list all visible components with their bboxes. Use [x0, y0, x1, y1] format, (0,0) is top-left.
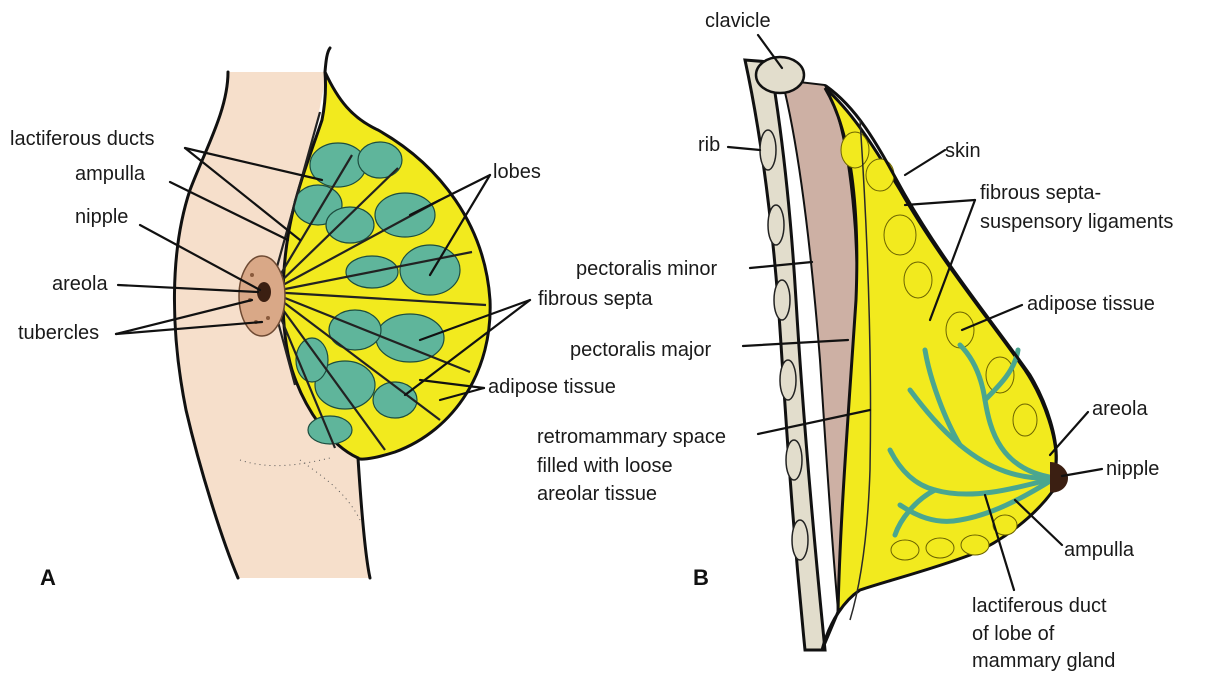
label-lactiferous-duct-line3: mammary gland: [972, 650, 1115, 672]
label-areola-b: areola: [1092, 398, 1148, 420]
label-retromammary-line2: filled with loose: [537, 455, 673, 477]
label-ampulla-a: ampulla: [75, 163, 146, 185]
nipple-b: [1050, 462, 1068, 492]
panel-a-illustration: [174, 48, 490, 578]
torso-front-contour: [325, 48, 330, 72]
label-clavicle: clavicle: [705, 10, 771, 32]
label-pectoralis-minor: pectoralis minor: [576, 258, 718, 280]
panel-letter-b: B: [693, 565, 709, 590]
label-lactiferous-ducts: lactiferous ducts: [10, 128, 155, 150]
panel-letter-a: A: [40, 565, 56, 590]
label-lactiferous-duct-line2: of lobe of: [972, 623, 1055, 645]
label-fibrous-septa-b-line2: suspensory ligaments: [980, 211, 1173, 233]
label-ampulla-b: ampulla: [1064, 539, 1135, 561]
label-rib: rib: [698, 134, 720, 156]
label-nipple-b: nipple: [1106, 458, 1159, 480]
label-skin: skin: [945, 140, 981, 162]
label-fibrous-septa-a: fibrous septa: [538, 288, 653, 310]
label-adipose-tissue-b: adipose tissue: [1027, 293, 1155, 315]
label-nipple-a: nipple: [75, 206, 128, 228]
label-tubercles: tubercles: [18, 322, 99, 344]
label-adipose-tissue-a: adipose tissue: [488, 376, 616, 398]
label-retromammary-line1: retromammary space: [537, 426, 726, 448]
label-lactiferous-duct-line1: lactiferous duct: [972, 595, 1107, 617]
label-areola-a: areola: [52, 273, 108, 295]
panel-b-illustration: [745, 57, 1068, 650]
breast-section-adipose: [822, 88, 1059, 650]
label-pectoralis-major: pectoralis major: [570, 339, 712, 361]
label-fibrous-septa-b-line1: fibrous septa-: [980, 182, 1101, 204]
label-retromammary-line3: areolar tissue: [537, 483, 657, 505]
clavicle-bone: [756, 57, 804, 93]
label-lobes: lobes: [493, 161, 541, 183]
